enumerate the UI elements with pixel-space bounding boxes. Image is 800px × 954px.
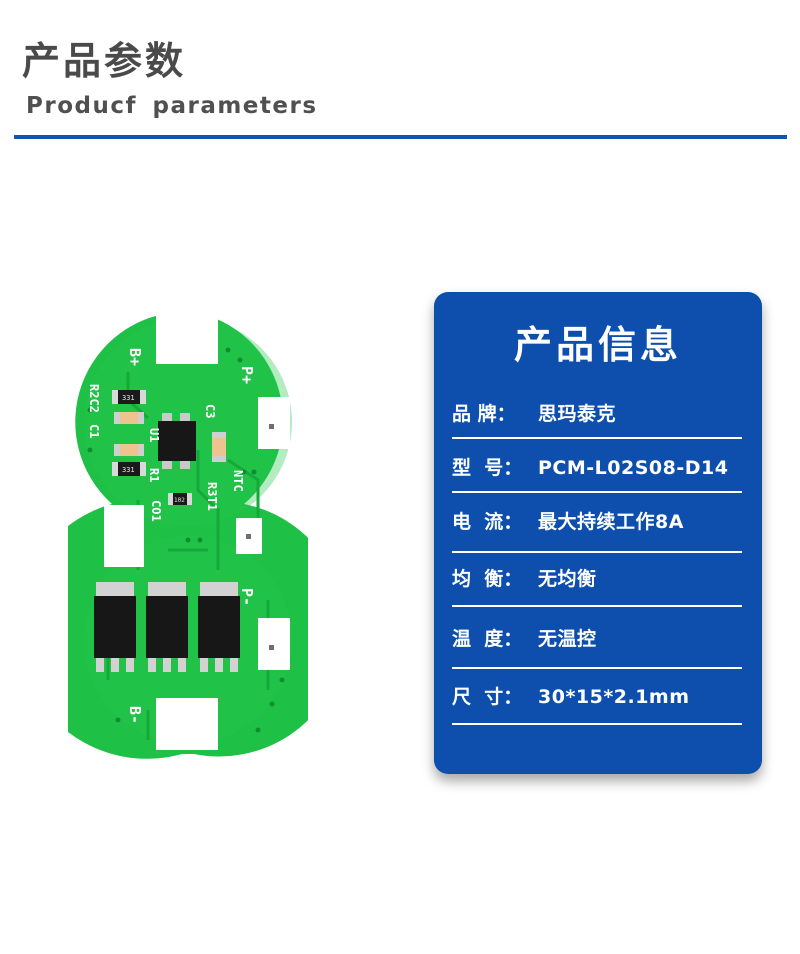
silk-r1: R1	[147, 468, 161, 482]
spec-row-brand: 品 牌： 思玛泰克	[452, 399, 742, 429]
pad-hole	[269, 424, 274, 429]
resistor-r1	[112, 462, 146, 476]
pad-hole	[246, 534, 251, 539]
resistor-102	[168, 493, 192, 505]
spec-label: 均 衡：	[452, 568, 523, 590]
pad-b-plus	[156, 312, 218, 364]
pad-middle	[104, 505, 144, 567]
row-divider	[452, 667, 742, 669]
silk-b-minus: B-	[126, 706, 144, 724]
silk-co1: CO1	[149, 500, 163, 522]
capacitor-c1	[114, 444, 144, 456]
product-image: B+ P+ R2C2 C1 C3 U1 R1 NTC R3T1 CO1 P- B…	[17, 300, 347, 770]
spec-row-balance: 均 衡： 无均衡	[452, 564, 742, 594]
spec-label: 温 度：	[452, 628, 523, 650]
product-info-card: 产品信息 品 牌： 思玛泰克 型 号： PCM-L02S08-D14 电 流： 最大持…	[434, 292, 762, 774]
section-title: 产品参数	[22, 39, 187, 83]
spec-value: 无温控	[538, 628, 597, 650]
pad-hole	[269, 645, 274, 650]
silk-c1: C1	[87, 424, 101, 438]
mosfet-1	[94, 582, 136, 672]
pad-p-minus	[258, 618, 290, 670]
chip-marking-331-a: 331	[122, 394, 135, 402]
spec-row-current: 电 流： 最大持续工作8A	[452, 507, 742, 537]
spec-row-size: 尺 寸： 30*15*2.1mm	[452, 682, 742, 712]
silk-r3t1: R3T1	[205, 482, 219, 511]
silk-b-plus: B+	[126, 348, 144, 366]
row-divider	[452, 437, 742, 439]
spec-row-model: 型 号： PCM-L02S08-D14	[452, 453, 742, 483]
mosfet-3	[198, 582, 240, 672]
row-divider	[452, 723, 742, 725]
spec-row-temperature: 温 度： 无温控	[452, 624, 742, 654]
silk-u1: U1	[147, 428, 161, 442]
row-divider	[452, 605, 742, 607]
silk-r2c2: R2C2	[87, 384, 101, 413]
mosfet-2	[146, 582, 188, 672]
capacitor-c2	[114, 412, 144, 424]
section-subtitle: Producf parameters	[26, 93, 318, 119]
spec-value: 最大持续工作8A	[538, 511, 684, 533]
spec-value: PCM-L02S08-D14	[538, 457, 729, 479]
row-divider	[452, 551, 742, 553]
spec-value: 无均衡	[538, 568, 597, 590]
row-divider	[452, 491, 742, 493]
silk-p-minus: P-	[238, 588, 256, 606]
chip-marking-102: 102	[174, 497, 185, 504]
spec-value: 思玛泰克	[538, 403, 617, 425]
chip-marking-331-b: 331	[122, 466, 135, 474]
header-divider	[14, 135, 787, 139]
spec-label: 品 牌：	[452, 403, 516, 425]
ic-u1	[158, 413, 196, 469]
card-title: 产品信息	[513, 323, 682, 367]
resistor-r2	[112, 390, 146, 404]
pad-p-plus	[258, 397, 290, 449]
silk-p-plus: P+	[238, 366, 256, 384]
silk-c3: C3	[203, 404, 217, 418]
pad-b-minus	[156, 698, 218, 750]
spec-label: 尺 寸：	[452, 686, 523, 708]
spec-value: 30*15*2.1mm	[538, 686, 690, 708]
pcb-board-illustration: B+ P+ R2C2 C1 C3 U1 R1 NTC R3T1 CO1 P- B…	[17, 312, 347, 759]
spec-label: 型 号：	[452, 457, 523, 479]
silk-ntc: NTC	[231, 470, 245, 492]
capacitor-c3	[212, 432, 226, 462]
spec-label: 电 流：	[452, 511, 523, 533]
